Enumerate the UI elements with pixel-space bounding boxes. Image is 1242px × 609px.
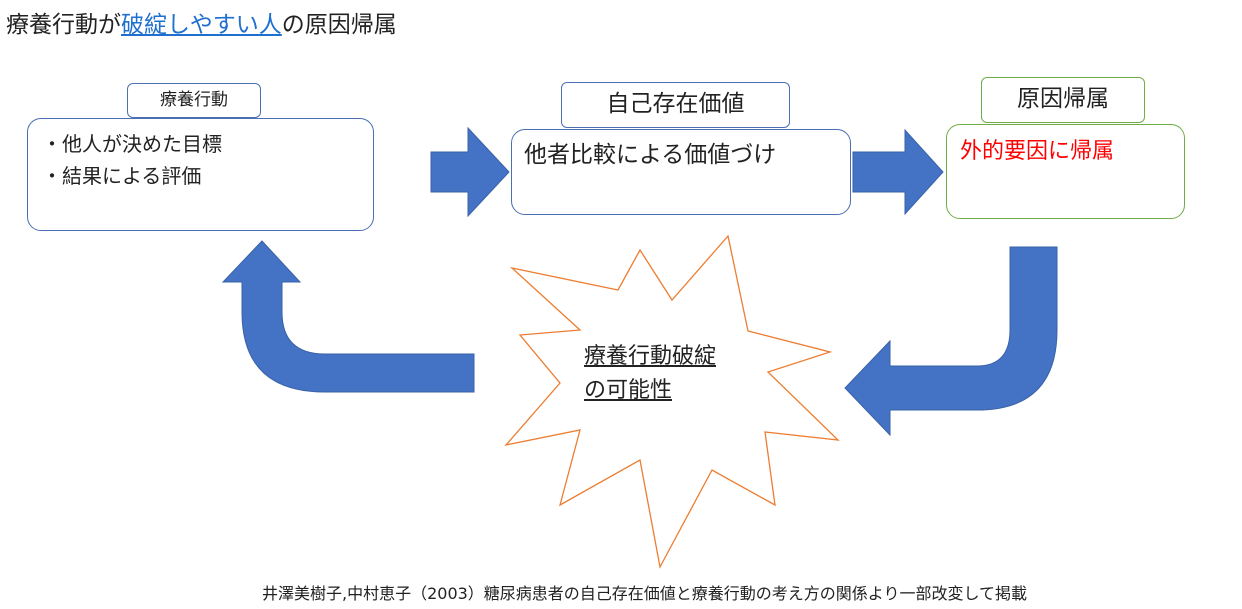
behavior-item-2: ・結果による評価 xyxy=(42,164,202,188)
attribution-box xyxy=(946,124,1185,219)
breakdown-line-1: 療養行動破綻 xyxy=(584,344,717,369)
breakdown-burst xyxy=(504,234,840,569)
self-worth-box xyxy=(511,129,851,215)
arrow-curved-up xyxy=(221,240,475,393)
behavior-label: 療養行動 xyxy=(127,83,261,118)
self-worth-text: 他者比較による価値づけ xyxy=(524,142,777,168)
behavior-box xyxy=(27,118,374,231)
arrow-right-1 xyxy=(430,126,510,218)
behavior-item-1: ・他人が決めた目標 xyxy=(42,132,222,156)
attribution-text: 外的要因に帰属 xyxy=(960,139,1115,164)
breakdown-line-2: の可能性 xyxy=(584,378,673,403)
arrow-curved-down-left xyxy=(844,246,1058,437)
title-prefix: 療養行動が xyxy=(6,12,121,38)
attribution-label: 原因帰属 xyxy=(981,77,1145,123)
title-highlight: 破綻しやすい人 xyxy=(121,12,282,38)
citation: 井澤美樹子,中村恵子（2003）糖尿病患者の自己存在価値と療養行動の考え方の関係… xyxy=(262,584,1028,603)
page-title: 療養行動が破綻しやすい人の原因帰属 xyxy=(6,8,397,42)
self-worth-label: 自己存在価値 xyxy=(561,82,790,128)
title-suffix: の原因帰属 xyxy=(281,12,397,38)
arrow-right-2 xyxy=(852,128,944,216)
